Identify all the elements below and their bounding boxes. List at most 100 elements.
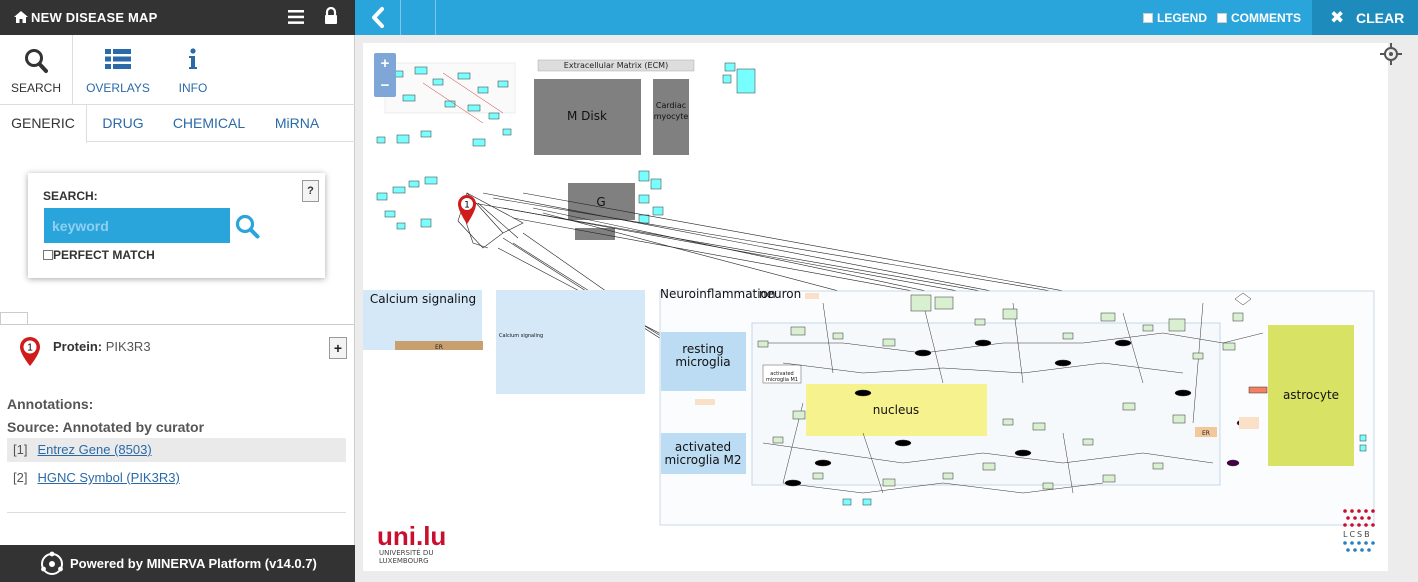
map-marker-icon: 1 [20, 337, 40, 366]
compartment-er-astrocyte[interactable] [1195, 427, 1217, 437]
result-tab[interactable] [0, 312, 28, 325]
logo-text: uni.lu [377, 521, 446, 551]
tab-generic[interactable]: GENERIC [0, 105, 87, 143]
tab-label: OVERLAYS [86, 81, 150, 95]
compartment-label: ER [1202, 430, 1210, 437]
main-tabs: SEARCH OVERLAYS INFO [0, 35, 355, 105]
compartment-nucleus[interactable] [806, 384, 987, 436]
annotation-link[interactable]: Entrez Gene (8503) [37, 442, 152, 457]
compartment-label: nucleus [873, 403, 919, 417]
logo-text: LUXEMBOURG [379, 557, 429, 565]
compartment-m-disk[interactable] [534, 79, 641, 155]
zoom-out-button[interactable]: − [380, 77, 390, 94]
search-type-tabs: GENERIC DRUG CHEMICAL MiRNA [0, 105, 355, 143]
chevron-left-icon [372, 7, 384, 28]
compartment-label: activated [675, 440, 731, 454]
marker-number: 1 [464, 201, 470, 211]
help-button[interactable]: ? [302, 180, 319, 202]
compartment-label: myocyte [654, 112, 689, 121]
university-luxembourg-logo: uni.lu UNIVERSITÉ DU LUXEMBOURG [377, 521, 446, 565]
footer-text[interactable]: Powered by MINERVA Platform (v14.0.7) [70, 556, 317, 571]
tab-label: SEARCH [10, 81, 61, 95]
legend-checkbox[interactable] [1143, 13, 1153, 23]
disease-map-diagram[interactable]: Extracellular Matrix (ECM) M Disk Cardia… [363, 43, 1388, 571]
minerva-logo-icon [41, 551, 63, 575]
compartment-label: microglia [675, 355, 730, 369]
compartment-activated-microglia-m1[interactable] [762, 364, 802, 384]
legend-label: LEGEND [1157, 11, 1208, 25]
annotation-index: [2] [13, 470, 28, 485]
annotation-source: Source: Annotated by curator [7, 419, 205, 435]
perfect-match-label: PERFECT MATCH [53, 248, 155, 262]
collapse-panel-button[interactable] [355, 0, 401, 35]
compartment-ecm[interactable] [537, 59, 695, 72]
node-cluster [376, 176, 438, 230]
compartment-er[interactable] [395, 341, 483, 350]
lock-icon[interactable] [324, 7, 338, 25]
tab-overlays[interactable]: OVERLAYS [82, 35, 154, 105]
zoom-in-button[interactable]: + [380, 55, 390, 72]
compartment-calcium-signaling[interactable] [363, 290, 482, 350]
comments-toggle[interactable]: COMMENTS [1217, 11, 1301, 25]
compartment-cardiac-myocyte[interactable] [653, 79, 689, 155]
map-marker-icon[interactable]: 1 [458, 195, 476, 224]
annotation-row: [2] HGNC Symbol (PIK3R3) [7, 466, 346, 490]
tab-chemical[interactable]: CHEMICAL [172, 115, 246, 131]
locate-icon[interactable] [1380, 43, 1402, 65]
zoom-controls: + − [374, 53, 396, 97]
compartment-label: resting [682, 342, 724, 356]
map-canvas[interactable]: Extracellular Matrix (ECM) M Disk Cardia… [363, 43, 1388, 571]
clear-button[interactable]: ✖ CLEAR [1312, 0, 1418, 35]
node-cluster [638, 170, 664, 224]
compartment-label: neuron [759, 287, 801, 301]
divider [7, 512, 346, 513]
left-panel: NEW DISEASE MAP SEARCH OVERLAYS [0, 0, 355, 582]
marker-number: 1 [27, 343, 33, 354]
search-input[interactable] [44, 208, 230, 243]
compartment-calcium-signaling-2[interactable] [496, 290, 645, 394]
compartment-label: microglia M2 [664, 453, 741, 467]
info-icon [189, 48, 197, 69]
annotations-heading: Annotations: [7, 396, 94, 412]
map-viewport[interactable]: Extracellular Matrix (ECM) M Disk Cardia… [355, 35, 1418, 582]
search-icon [25, 49, 48, 73]
compartment-label: Calcium signaling [370, 292, 476, 306]
search-panel: SEARCH: ? PERFECT MATCH [28, 173, 325, 278]
comments-checkbox[interactable] [1217, 13, 1227, 23]
compartment-label: microglia M1 [766, 377, 798, 383]
result-title: Protein: PIK3R3 [53, 339, 151, 354]
tab-search[interactable]: SEARCH [0, 35, 73, 105]
app-title-link[interactable]: NEW DISEASE MAP [14, 10, 158, 25]
node-cluster [376, 62, 756, 147]
compartment-small[interactable] [575, 228, 615, 240]
annotation-index: [1] [13, 442, 28, 457]
perfect-match-option[interactable]: PERFECT MATCH [43, 248, 155, 262]
hamburger-menu-icon[interactable] [288, 9, 304, 25]
node-network [762, 302, 1264, 494]
search-result: 1 Protein: PIK3R3 + Annotations: Source:… [0, 325, 355, 540]
compartment-resting-microglia[interactable] [661, 332, 746, 391]
tab-drug[interactable]: DRUG [102, 115, 144, 131]
compartment-activated-microglia-m2[interactable] [661, 433, 746, 474]
compartment-label: Extracellular Matrix (ECM) [564, 61, 668, 70]
footer: Powered by MINERVA Platform (v14.0.7) [0, 545, 355, 582]
legend-toggle[interactable]: LEGEND [1143, 11, 1207, 25]
app-header: NEW DISEASE MAP [0, 0, 355, 35]
tab-info[interactable]: INFO [168, 35, 218, 105]
compartment-astrocyte[interactable] [1268, 325, 1354, 466]
compartment-label: ER [435, 344, 443, 351]
search-submit-icon[interactable] [234, 213, 260, 239]
app-title: NEW DISEASE MAP [31, 10, 158, 25]
compartment-label: activated [770, 371, 793, 377]
perfect-match-checkbox[interactable] [43, 250, 53, 260]
compartment-label: Cardiac [656, 101, 686, 110]
logo-text: LCSB [1343, 530, 1372, 539]
tab-mirna[interactable]: MiRNA [274, 115, 320, 131]
home-icon [14, 11, 28, 23]
search-label: SEARCH: [43, 189, 98, 203]
tab-label: INFO [178, 81, 208, 95]
annotation-link[interactable]: HGNC Symbol (PIK3R3) [37, 470, 180, 485]
compartment-g[interactable] [568, 183, 635, 220]
compartment-label: astrocyte [1283, 388, 1339, 402]
expand-button[interactable]: + [329, 337, 347, 359]
